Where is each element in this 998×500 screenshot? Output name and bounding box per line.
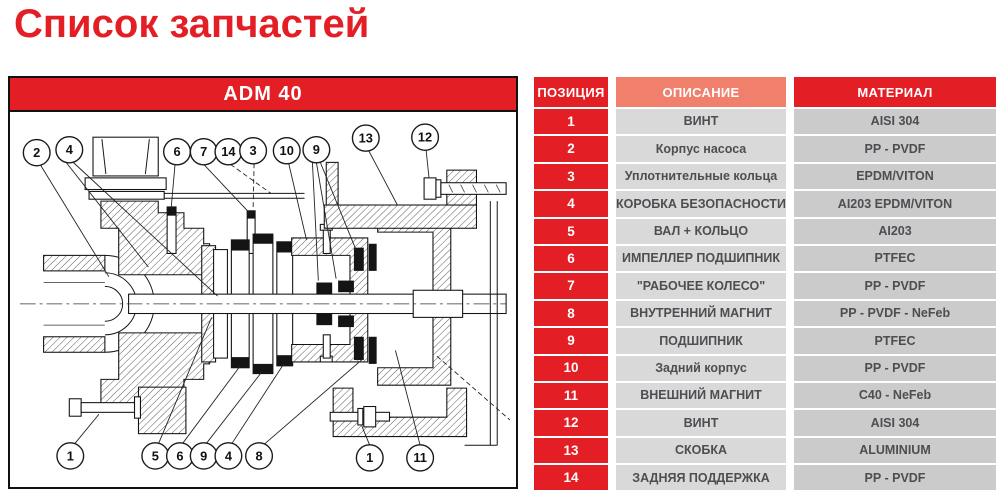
description-cell: ВАЛ + КОЛЬЦО — [616, 218, 786, 244]
material-cell: AI203 — [794, 218, 996, 244]
diagram-title: ADM 40 — [10, 78, 516, 112]
description-cell: ВНУТРЕННИЙ МАГНИТ — [616, 300, 786, 327]
description-cell: "РАБОЧЕЕ КОЛЕСО" — [616, 273, 786, 299]
description-cell: ВНЕШНИЙ МАГНИТ — [616, 382, 786, 409]
svg-text:4: 4 — [66, 142, 73, 157]
svg-text:5: 5 — [152, 448, 159, 463]
description-cell: ВИНТ — [616, 109, 786, 135]
callout-9: 9 — [302, 136, 331, 164]
material-cell: C40 - NeFeb — [794, 382, 996, 409]
page-title: Список запчастей — [14, 2, 370, 46]
pump-drawing — [19, 136, 511, 446]
svg-text:3: 3 — [250, 143, 257, 158]
position-cell: 10 — [534, 355, 608, 381]
callout-4-bottom: 4 — [214, 442, 243, 470]
position-cell: 6 — [534, 245, 608, 272]
description-cell: КОРОБКА БЕЗОПАСНОСТИ — [616, 191, 786, 217]
material-cell: AISI 304 — [794, 410, 996, 436]
position-cell: 5 — [534, 218, 608, 244]
svg-text:9: 9 — [200, 448, 207, 463]
svg-text:4: 4 — [225, 448, 232, 463]
description-cell: ИМПЕЛЛЕР ПОДШИПНИК — [616, 245, 786, 272]
callout-7: 7 — [189, 137, 218, 166]
material-cell: PP - PVDF — [794, 465, 996, 491]
callout-11: 11 — [406, 444, 435, 472]
svg-text:7: 7 — [200, 144, 207, 159]
svg-text:6: 6 — [173, 144, 180, 159]
svg-text:8: 8 — [255, 448, 262, 463]
callout-5: 5 — [141, 442, 170, 470]
description-cell: ЗАДНЯЯ ПОДДЕРЖКА — [616, 465, 786, 491]
pump-diagram-panel: ADM 40 — [8, 76, 518, 489]
description-cell: Уплотнительные кольца — [616, 163, 786, 190]
column-header-description: ОПИСАНИЕ — [616, 77, 786, 107]
svg-text:1: 1 — [67, 448, 74, 463]
callout-13: 13 — [351, 124, 380, 152]
position-cell: 9 — [534, 328, 608, 354]
description-cell: ПОДШИПНИК — [616, 328, 786, 354]
callout-4: 4 — [55, 136, 84, 164]
description-cell: ВИНТ — [616, 410, 786, 436]
pump-cross-section-drawing: 2 4 6 7 14 3 10 9 13 12 1 5 6 9 4 8 1 11 — [19, 123, 511, 472]
svg-text:2: 2 — [33, 145, 40, 160]
callout-3: 3 — [239, 136, 268, 165]
description-cell: СКОБКА — [616, 437, 786, 464]
callout-1-right: 1 — [355, 444, 384, 472]
position-cell: 8 — [534, 300, 608, 327]
position-cell: 12 — [534, 410, 608, 436]
material-cell: EPDM/VITON — [794, 163, 996, 190]
callout-6-bottom: 6 — [165, 442, 195, 470]
svg-text:14: 14 — [221, 144, 235, 159]
callout-10: 10 — [272, 136, 301, 165]
material-cell: AI203 EPDM/VITON — [794, 191, 996, 217]
description-cell: Корпус насоса — [616, 136, 786, 162]
material-cell: PTFEC — [794, 328, 996, 354]
callout-12: 12 — [411, 123, 440, 151]
callout-9-bottom: 9 — [189, 442, 218, 470]
svg-text:6: 6 — [176, 448, 183, 463]
material-cell: PP - PVDF — [794, 273, 996, 299]
position-cell: 14 — [534, 465, 608, 491]
svg-text:13: 13 — [359, 131, 373, 146]
position-cell: 11 — [534, 382, 608, 409]
material-cell: ALUMINIUM — [794, 437, 996, 464]
material-cell: PP - PVDF — [794, 355, 996, 381]
callout-8: 8 — [245, 442, 274, 470]
position-cell: 1 — [534, 109, 608, 135]
callout-6: 6 — [162, 137, 192, 166]
svg-text:12: 12 — [418, 130, 432, 145]
leader-lines — [40, 149, 430, 446]
position-cell: 3 — [534, 163, 608, 190]
position-cell: 2 — [534, 136, 608, 162]
callout-2: 2 — [22, 138, 51, 167]
callout-14: 14 — [214, 137, 243, 166]
position-cell: 7 — [534, 273, 608, 299]
column-header-position: ПОЗИЦИЯ — [534, 77, 608, 107]
material-cell: PP - PVDF — [794, 136, 996, 162]
material-cell: PTFEC — [794, 245, 996, 272]
column-header-material: МАТЕРИАЛ — [794, 77, 996, 107]
position-cell: 13 — [534, 437, 608, 464]
callout-1-left: 1 — [56, 442, 85, 470]
svg-text:9: 9 — [313, 142, 320, 157]
svg-text:10: 10 — [280, 143, 294, 158]
svg-text:1: 1 — [366, 450, 373, 465]
material-cell: AISI 304 — [794, 109, 996, 135]
description-cell: Задний корпус — [616, 355, 786, 381]
material-cell: PP - PVDF - NeFeb — [794, 300, 996, 327]
svg-text:11: 11 — [413, 450, 427, 465]
position-cell: 4 — [534, 191, 608, 217]
